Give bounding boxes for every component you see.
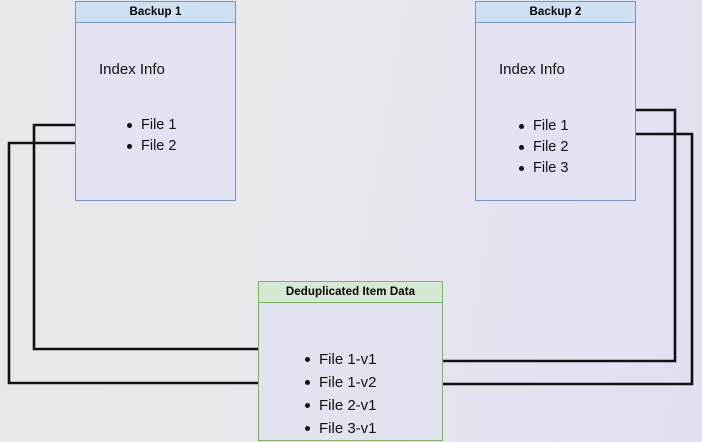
box-backup-2-body: Index Info File 1 File 2 File 3 (476, 23, 635, 200)
list-item: File 2 (124, 136, 176, 157)
list-item: File 1 (124, 115, 176, 136)
list-item: File 2-v1 (302, 394, 377, 417)
box-deduplicated-item-data-body: File 1-v1 File 1-v2 File 2-v1 File 3-v1 (259, 303, 442, 440)
backup-1-index-info-label: Index Info (99, 61, 165, 78)
box-backup-2-header: Backup 2 (476, 2, 635, 23)
list-item: File 3-v1 (302, 417, 377, 440)
box-deduplicated-item-data[interactable]: Deduplicated Item Data File 1-v1 File 1-… (258, 281, 443, 441)
backup-2-file-list: File 1 File 2 File 3 (516, 116, 568, 179)
box-deduplicated-item-data-header: Deduplicated Item Data (259, 282, 442, 303)
backup-1-file-list: File 1 File 2 (124, 115, 176, 157)
list-item: File 1 (516, 116, 568, 137)
box-backup-1-header: Backup 1 (76, 2, 235, 23)
box-backup-1-body: Index Info File 1 File 2 (76, 23, 235, 200)
box-backup-2[interactable]: Backup 2 Index Info File 1 File 2 File 3 (475, 1, 636, 201)
dedup-item-list: File 1-v1 File 1-v2 File 2-v1 File 3-v1 (302, 348, 377, 440)
box-backup-1[interactable]: Backup 1 Index Info File 1 File 2 (75, 1, 236, 201)
list-item: File 2 (516, 137, 568, 158)
list-item: File 1-v2 (302, 371, 377, 394)
list-item: File 3 (516, 158, 568, 179)
backup-2-index-info-label: Index Info (499, 61, 565, 78)
list-item: File 1-v1 (302, 348, 377, 371)
